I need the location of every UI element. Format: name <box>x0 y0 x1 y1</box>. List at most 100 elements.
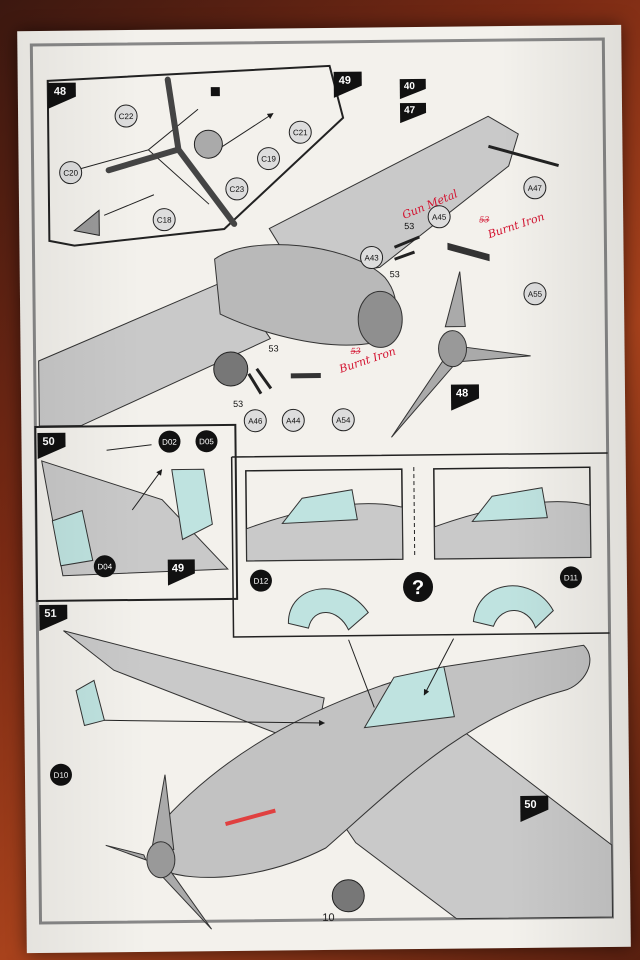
part-label-d05: D05 <box>195 430 218 453</box>
lower-wheel <box>331 879 365 913</box>
part-label-a44: A44 <box>281 408 305 432</box>
part-label-c21: C21 <box>288 120 312 144</box>
handwritten-burnt-iron-b: Burnt Iron <box>337 345 398 376</box>
svg-text:D04: D04 <box>97 562 112 571</box>
part-label-a46: A46 <box>243 409 267 433</box>
part-label-a43: A43 <box>360 245 384 269</box>
part-label-c23: C23 <box>225 177 249 201</box>
canopy-part-d11 <box>472 585 554 629</box>
svg-text:47: 47 <box>404 105 416 116</box>
instruction-artwork: ? 48 49 40 47 <box>29 37 615 930</box>
lower-spinner <box>146 841 176 879</box>
svg-text:A43: A43 <box>364 253 379 262</box>
canopy-glass-d04 <box>51 509 94 567</box>
svg-text:48: 48 <box>456 387 468 399</box>
hub-part <box>193 129 223 159</box>
svg-text:C20: C20 <box>63 169 78 178</box>
instruction-sheet: ? 48 49 40 47 <box>17 24 631 954</box>
step-badge-50-ref: 50 <box>520 795 549 822</box>
exhaust-highlight <box>224 808 276 826</box>
svg-text:50: 50 <box>524 799 536 811</box>
svg-text:49: 49 <box>172 562 184 574</box>
step-badge-48: 48 <box>47 82 76 109</box>
engine-cowl <box>357 290 403 348</box>
option-choice-badge <box>403 572 434 603</box>
armour-glass-d10 <box>75 679 106 727</box>
propeller-blade-up <box>444 271 466 328</box>
svg-text:A46: A46 <box>248 417 263 426</box>
rod-a47 <box>488 144 560 167</box>
left-wing <box>38 278 272 427</box>
part-square <box>210 87 220 97</box>
step-50-inset <box>34 423 239 603</box>
paint-code-53-d: 53 <box>233 399 243 409</box>
part-label-d11: D11 <box>559 566 582 589</box>
propeller-assembly <box>105 76 238 227</box>
part-label-d02: D02 <box>158 430 181 453</box>
step-badge-51: 51 <box>39 604 68 631</box>
rod-a45 <box>393 235 420 249</box>
svg-text:A55: A55 <box>528 290 543 299</box>
part-label-a47: A47 <box>523 176 547 200</box>
step-badge-47: 47 <box>399 102 427 124</box>
windscreen-d05 <box>171 468 213 541</box>
svg-text:49: 49 <box>339 75 351 87</box>
svg-text:A54: A54 <box>336 416 351 425</box>
svg-text:A45: A45 <box>432 213 447 222</box>
svg-text:D10: D10 <box>54 771 69 780</box>
paint-code-53-b: 53 <box>390 269 400 279</box>
lower-prop-left <box>105 844 147 861</box>
rod-a44 <box>255 367 273 390</box>
part-label-a55: A55 <box>523 282 547 306</box>
canopy-options: ? <box>230 452 610 638</box>
part-label-d10: D10 <box>49 763 72 786</box>
step-badge-50: 50 <box>37 432 66 459</box>
handwritten-struck-53-b: 53 <box>351 347 361 356</box>
svg-text:A44: A44 <box>286 416 301 425</box>
svg-text:48: 48 <box>54 86 66 98</box>
svg-text:50: 50 <box>42 436 54 448</box>
svg-text:D12: D12 <box>254 577 269 586</box>
paint-code-53-a: 53 <box>404 221 414 231</box>
spinner <box>438 330 468 368</box>
svg-text:D05: D05 <box>199 437 214 446</box>
svg-text:C22: C22 <box>119 112 134 121</box>
lower-canopy <box>363 666 455 729</box>
part-label-a45: A45 <box>427 205 451 229</box>
step-badge-48-ref: 48 <box>450 384 480 411</box>
option-choice-mark: ? <box>412 577 424 599</box>
svg-text:C19: C19 <box>261 154 276 163</box>
lower-fuselage <box>155 644 591 878</box>
parts-rods <box>247 144 560 395</box>
handwritten-burnt-iron-a: Burnt Iron <box>485 210 546 241</box>
part-label-d04: D04 <box>93 555 116 578</box>
part-label-c22: C22 <box>114 104 138 128</box>
step-51-aircraft <box>63 630 614 930</box>
step-badge-49-ref: 49 <box>167 559 195 586</box>
step-badge-40: 40 <box>399 78 426 100</box>
exhaust-a54 <box>290 373 321 379</box>
part-label-c18: C18 <box>152 208 176 232</box>
spinner-cone <box>73 209 100 236</box>
propeller-blade-right <box>460 345 531 363</box>
step-49-aircraft <box>38 115 531 438</box>
rod-a46 <box>247 372 263 395</box>
handwritten-struck-53-a: 53 <box>479 215 489 224</box>
svg-text:C21: C21 <box>293 128 308 137</box>
landing-wheel <box>213 351 249 387</box>
exhaust-a55 <box>447 242 490 262</box>
part-label-c19: C19 <box>257 147 281 171</box>
svg-text:D11: D11 <box>564 573 579 582</box>
rod-a43 <box>394 250 416 261</box>
part-label-c20: C20 <box>59 161 83 185</box>
canopy-part-d12 <box>287 588 369 631</box>
svg-text:C23: C23 <box>229 185 244 194</box>
svg-text:C18: C18 <box>157 216 172 225</box>
part-label-a54: A54 <box>331 408 355 432</box>
svg-text:40: 40 <box>404 81 416 92</box>
part-label-d12: D12 <box>249 569 272 592</box>
step-badge-49: 49 <box>333 71 362 98</box>
svg-text:A47: A47 <box>528 184 543 193</box>
paint-code-53-c: 53 <box>268 343 278 353</box>
svg-text:D02: D02 <box>162 438 177 447</box>
